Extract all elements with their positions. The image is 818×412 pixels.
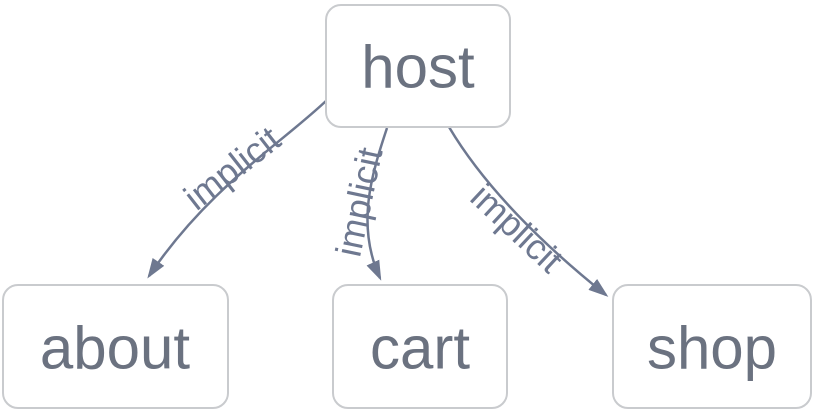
node-cart-label: cart (370, 315, 470, 382)
node-host-label: host (361, 34, 475, 101)
edge-host-cart: implicit (328, 127, 391, 281)
edge-path-host-about (147, 99, 328, 279)
edge-host-about: implicit (147, 99, 328, 279)
edge-label-host-shop: implicit (463, 175, 571, 280)
node-about-box[interactable] (2, 284, 229, 409)
node-host-box[interactable] (325, 4, 511, 128)
node-shop-label: shop (647, 315, 777, 382)
edge-label-host-cart: implicit (328, 144, 391, 260)
edge-path-host-cart (366, 127, 389, 281)
node-host[interactable]: host (325, 4, 511, 128)
edge-label-host-about: implicit (176, 118, 288, 218)
node-shop-box[interactable] (612, 284, 812, 409)
edge-path-host-shop (447, 126, 609, 297)
edge-host-shop: implicit (447, 126, 609, 297)
node-about[interactable]: about (2, 284, 229, 409)
node-cart[interactable]: cart (332, 284, 508, 409)
node-cart-box[interactable] (332, 284, 508, 409)
node-shop[interactable]: shop (612, 284, 812, 409)
node-about-label: about (40, 315, 190, 382)
